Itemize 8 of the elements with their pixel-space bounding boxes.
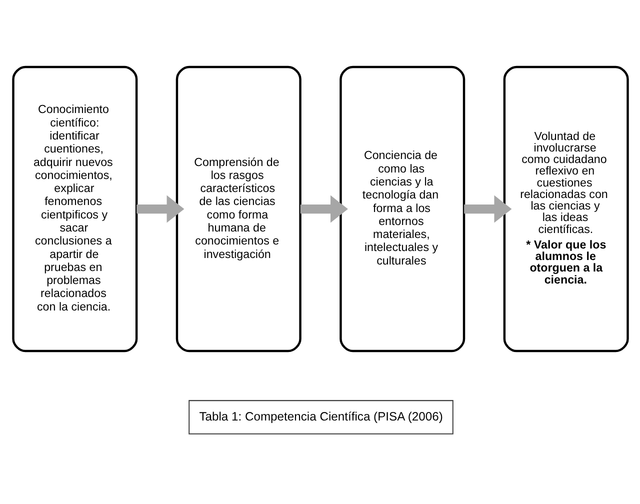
caption: Tabla 1: Competencia Científica (PISA (2006) [198, 408, 442, 423]
arrow [464, 194, 512, 222]
arrow [136, 194, 184, 222]
node-box: Comprensión de los rasgos característicos de las ciencias como forma humana de conocimientos e investigación [175, 65, 301, 352]
arrow [300, 194, 348, 222]
node-box: Conciencia de como las ciencias y la tecnología dan forma a los entornos materiales, intelectuales y culturales [339, 65, 465, 352]
node-box: Conocimiento científico: identificar cuentiones, adquirir nuevos conocimientos, explicar fenomenos cientpificos y sacar conclusiones a apartir de pruebas en problemas relacionados con la ciencia. [12, 65, 138, 352]
node-box: Voluntad de involucrarse como cuidadano reflexivo en cuestiones relacionadas con las ciencias y las ideas científicas. * Valor que los alumnos le otorguen a la ciencia. [502, 65, 628, 352]
